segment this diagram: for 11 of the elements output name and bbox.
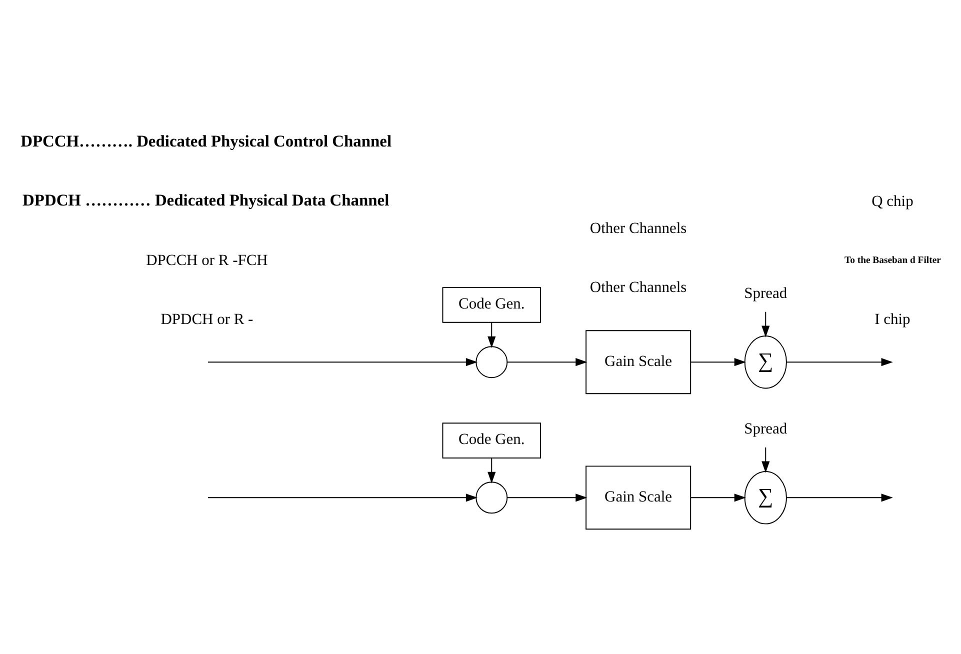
label: Other Channels	[590, 278, 687, 296]
node-text: Spread	[744, 420, 788, 438]
label: To the Baseban d Filter	[844, 254, 941, 266]
node-text: Spread	[744, 284, 788, 302]
label: DPDCH or R -	[160, 310, 254, 328]
label: DPCCH………. Dedicated Physical Control Channel	[20, 130, 392, 150]
label: Other Channels	[590, 220, 687, 237]
label: Q chip	[872, 192, 914, 210]
label: DPDCH ………… Dedicated Physical Data Channel	[22, 190, 390, 209]
label: I chip	[874, 310, 910, 328]
label: DPCCH or R -FCH	[146, 252, 268, 269]
